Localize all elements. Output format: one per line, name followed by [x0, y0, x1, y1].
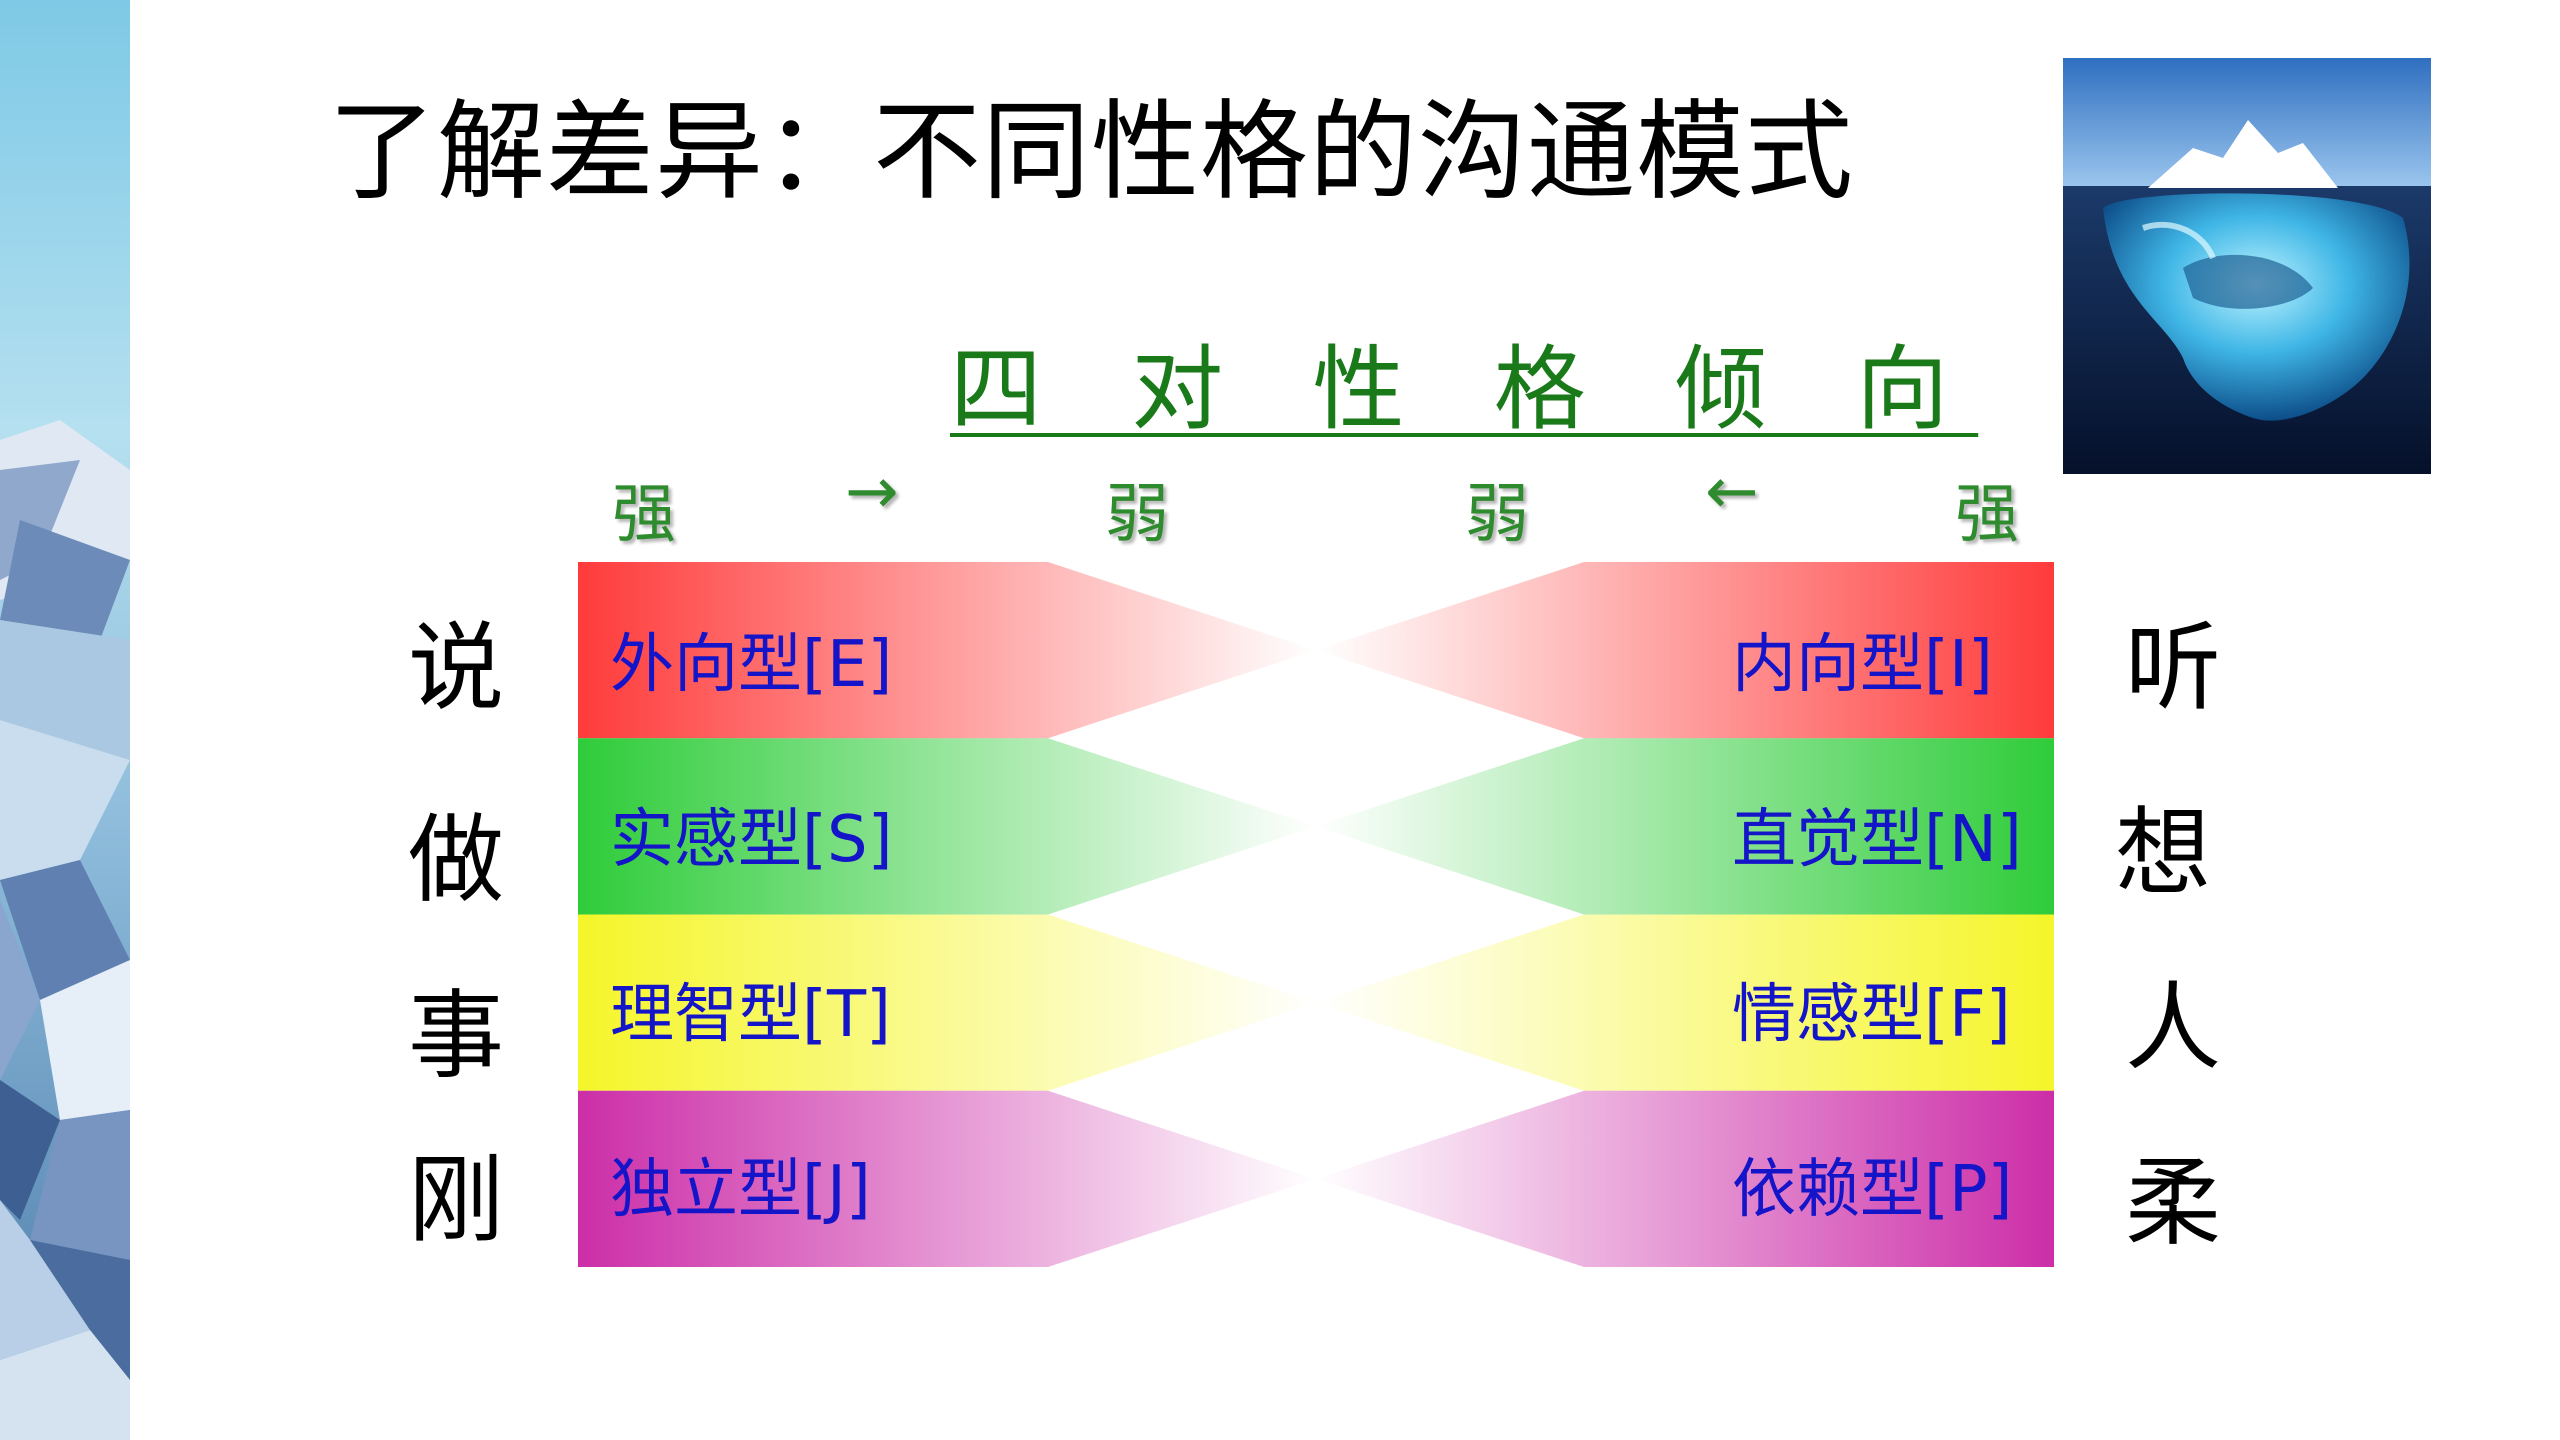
- right-word-3: 人: [2125, 972, 2221, 1084]
- right-type-4: 依赖型[P]: [1732, 1153, 2013, 1227]
- right-bar-1: [1316, 562, 2054, 739]
- left-bar-1: [578, 562, 1316, 739]
- page-title: 了解差异：不同性格的沟通模式: [328, 90, 1855, 215]
- left-word-3: 事: [408, 980, 504, 1092]
- scale-right-weak: 弱: [1465, 478, 1529, 552]
- iceberg-image: [2063, 58, 2431, 474]
- left-type-1: 外向型[E]: [610, 628, 893, 702]
- left-type-4: 独立型[J]: [610, 1153, 871, 1227]
- scale-left-arrow: →: [845, 455, 899, 529]
- left-decoration-strip: [0, 0, 130, 1440]
- scale-right-arrow: ←: [1705, 455, 1759, 529]
- left-type-2: 实感型[S]: [610, 803, 893, 877]
- right-bar-3: [1316, 914, 2054, 1091]
- subtitle: 四 对 性 格 倾 向: [950, 336, 1979, 443]
- right-type-2: 直觉型[N]: [1732, 803, 2022, 877]
- right-word-1: 听: [2125, 612, 2221, 724]
- left-word-1: 说: [408, 612, 504, 724]
- right-word-2: 想: [2115, 797, 2211, 909]
- right-word-4: 柔: [2125, 1147, 2221, 1259]
- left-bar-2: [578, 738, 1316, 915]
- tendency-bars: [578, 562, 2054, 1267]
- left-word-2: 做: [408, 804, 504, 916]
- scale-left-strong: 强: [612, 478, 676, 552]
- polygon-mountain-image: [0, 0, 130, 1440]
- right-bar-4: [1316, 1090, 2054, 1267]
- right-type-3: 情感型[F]: [1732, 978, 2011, 1052]
- right-type-1: 内向型[I]: [1732, 628, 1993, 702]
- left-bar-4: [578, 1090, 1316, 1267]
- left-type-3: 理智型[T]: [610, 978, 892, 1052]
- left-bar-3: [578, 914, 1316, 1091]
- left-word-4: 刚: [408, 1144, 504, 1256]
- scale-left-weak: 弱: [1105, 478, 1169, 552]
- right-bar-2: [1316, 738, 2054, 915]
- tendency-bars-graphic: [578, 562, 2054, 1267]
- scale-right-strong: 强: [1955, 478, 2019, 552]
